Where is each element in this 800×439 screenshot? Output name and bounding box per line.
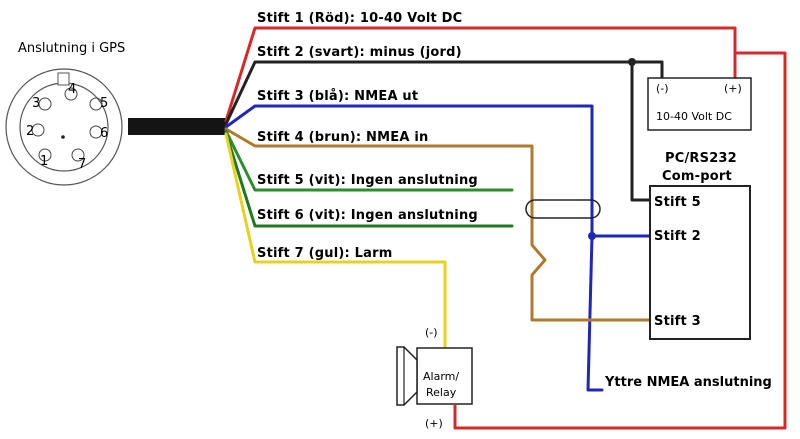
- wire-label-4: Stift 4 (brun): NMEA in: [257, 130, 428, 145]
- pc-com-port: PC/RS232 Com-port Stift 5 Stift 2 Stift …: [649, 151, 751, 340]
- pin-5-hole: [89, 97, 103, 111]
- pin-label-2: 2: [26, 124, 34, 139]
- connector-pins: [31, 87, 103, 162]
- pc-pin3: Stift 3: [654, 314, 701, 329]
- pc-pin2: Stift 2: [654, 229, 701, 244]
- alarm-minus: (-): [425, 326, 438, 339]
- pc-pin5: Stift 5: [654, 195, 701, 210]
- wire-3-blue-external: [586, 234, 604, 392]
- junction-black: [628, 58, 636, 66]
- pc-title-2: Com-port: [662, 169, 732, 184]
- pin-7-hole: [71, 148, 85, 162]
- gps-connector: Anslutning i GPS 1 2 3 4 5 6 7: [5, 41, 125, 186]
- wire-3-blue: [224, 104, 652, 238]
- alarm-line2: Relay: [426, 386, 457, 399]
- pin-label-4: 4: [68, 82, 76, 97]
- pin-label-1: 1: [40, 154, 48, 169]
- wire-label-2: Stift 2 (svart): minus (jord): [257, 45, 462, 60]
- alarm-relay: (-) Alarm/ Relay (+): [396, 326, 473, 430]
- psu-plus: (+): [724, 82, 742, 95]
- wire-label-7: Stift 7 (gul): Larm: [257, 246, 392, 261]
- pin-label-5: 5: [100, 96, 108, 111]
- alarm-plus: (+): [425, 417, 443, 430]
- pin-1-hole: [38, 148, 52, 162]
- pin-2-hole: [31, 123, 45, 137]
- wire-5-green: [224, 129, 514, 192]
- pin-label-7: 7: [78, 157, 86, 172]
- wires: [224, 26, 787, 430]
- pin-6-hole: [89, 125, 103, 139]
- wire-7-yellow: [224, 132, 447, 350]
- pc-title-1: PC/RS232: [665, 151, 737, 166]
- wire-4-brown: [224, 127, 652, 322]
- wire-label-5: Stift 5 (vit): Ingen anslutning: [257, 173, 478, 188]
- pin-label-3: 3: [32, 96, 40, 111]
- connector-center: [61, 135, 65, 139]
- psu-label: 10-40 Volt DC: [656, 110, 732, 123]
- cable-clamp: [525, 199, 601, 219]
- pin-label-6: 6: [100, 126, 108, 141]
- pc-box: [649, 185, 751, 340]
- speaker-icon: [396, 346, 418, 406]
- external-nmea-label: Yttre NMEA anslutning: [604, 375, 772, 390]
- pin-4-hole: [64, 87, 78, 101]
- connector-title: Anslutning i GPS: [18, 41, 125, 56]
- wire-label-1: Stift 1 (Röd): 10-40 Volt DC: [257, 11, 462, 26]
- pin-3-hole: [38, 97, 52, 111]
- junction-blue: [588, 232, 596, 240]
- wire-label-3: Stift 3 (blå): NMEA ut: [257, 89, 418, 104]
- power-supply-box: [647, 77, 752, 131]
- gps-cable: [128, 118, 226, 135]
- connector-key: [57, 72, 70, 86]
- alarm-body: [416, 347, 473, 405]
- wire-label-6: Stift 6 (vit): Ingen anslutning: [257, 208, 478, 223]
- psu-minus: (-): [656, 82, 669, 95]
- power-supply: (-) (+) 10-40 Volt DC: [647, 77, 752, 131]
- wire-6-green: [224, 131, 514, 228]
- alarm-line1: Alarm/: [423, 370, 459, 383]
